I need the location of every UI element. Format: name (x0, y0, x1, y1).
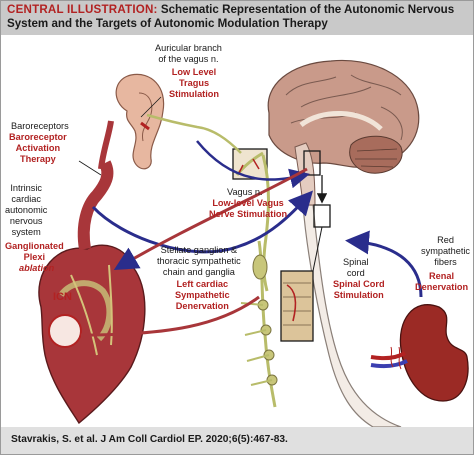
label-renal-therapy: Renal Denervation (415, 271, 468, 293)
label-spinal: Spinal cord (343, 257, 369, 279)
baro-arrow (91, 190, 314, 254)
kidney (399, 304, 469, 402)
brain-gyri (285, 74, 403, 141)
label-baroreceptors: Baroreceptors (11, 121, 69, 132)
citation-text: Stavrakis, S. et al. J Am Coll Cardiol E… (11, 434, 288, 445)
label-red-fibers-line-1: Red (437, 235, 454, 245)
tragus-clip (140, 121, 150, 131)
label-baroreceptors-line-1: Baroreceptors (11, 121, 69, 131)
label-stellate: Stellate ganglion & thoracic sympathetic… (157, 245, 241, 278)
label-red-fibers: Red sympathetic fibers (421, 235, 470, 268)
label-stellate-line-3: chain and ganglia (162, 267, 235, 277)
label-red-fibers-line-2: sympathetic (421, 246, 471, 256)
label-stellate-therapy-line-2: Sympathetic (175, 290, 230, 300)
label-intrinsic-line-1: Intrinsic (10, 183, 43, 193)
label-tragus-line-1: Low Level (171, 67, 217, 77)
label-baro-line-2: Activation (15, 143, 61, 153)
sympathetic-efferent-arrow (80, 295, 260, 337)
label-stellate-therapy: Left cardiac Sympathetic Denervation (175, 279, 230, 312)
label-vagus: Vagus n. (227, 187, 263, 198)
title-prefix: CENTRAL ILLUSTRATION: (7, 3, 158, 16)
stellate-ganglion (252, 254, 268, 280)
label-stellate-line-2: thoracic sympathetic (157, 256, 241, 266)
anatomy-svg (38, 59, 469, 427)
label-intrinsic-line-4: nervous (9, 216, 43, 226)
label-renal-therapy-line-1: Renal (429, 271, 455, 281)
illustration-title: CENTRAL ILLUSTRATION: Schematic Represen… (7, 3, 469, 31)
aorta (77, 160, 114, 250)
label-auricular-line-1: Auricular branch (155, 43, 222, 53)
renal-fibers (390, 346, 402, 370)
coronary-vessels (70, 264, 113, 356)
label-auricular: Auricular branch of the vagus n. (155, 43, 222, 65)
cerebellum (349, 135, 403, 174)
spinal-box (313, 204, 331, 228)
spinal-cord (302, 204, 402, 427)
label-intrinsic-line-3: autonomic (5, 205, 48, 215)
icn-marker (48, 314, 82, 348)
label-intrinsic-line-5: system (11, 227, 41, 237)
ear-fold (138, 92, 153, 142)
icn-label: ICN (53, 291, 72, 303)
label-baro-line-1: Baroreceptor (9, 132, 67, 142)
title-text: Schematic Representation of the Autonomi… (7, 3, 455, 30)
label-renal-therapy-line-2: Denervation (415, 282, 469, 292)
header-bar: CENTRAL ILLUSTRATION: Schematic Represen… (1, 1, 473, 35)
label-ganglionated: Ganglionated Plexi (5, 241, 64, 263)
label-vagus-therapy-line-1: Low-level Vagus (212, 198, 284, 208)
label-ganglionated-line-2: Plexi (23, 252, 46, 262)
renal-vein (370, 359, 408, 369)
label-intrinsic-line-2: cardiac (11, 194, 41, 204)
box-connector (312, 226, 323, 272)
brainstem-box (303, 150, 321, 176)
vagus-inset-lead (238, 158, 260, 174)
label-tragus-therapy: Low Level Tragus Stimulation (169, 67, 219, 100)
tragus-leader (140, 96, 162, 118)
label-vagus-line: Vagus n. (227, 187, 263, 197)
label-spinal-line-2: cord (346, 268, 365, 278)
label-ablation-line: ablation (19, 263, 55, 273)
label-spinal-line-1: Spinal (343, 257, 369, 267)
label-stellate-therapy-line-1: Left cardiac (176, 279, 229, 289)
label-spinal-therapy-line-2: Stimulation (333, 290, 384, 300)
label-ganglionated-line-1: Ganglionated (5, 241, 64, 251)
footer-bar: Stavrakis, S. et al. J Am Coll Cardiol E… (1, 427, 473, 454)
label-spinal-therapy-line-1: Spinal Cord (333, 279, 385, 289)
spinal-inset-leads (286, 284, 297, 322)
renal-artery (370, 351, 407, 361)
label-stellate-line-1: Stellate ganglion & (160, 245, 238, 255)
ear (115, 73, 165, 170)
label-baro-therapy: Baroreceptor Activation Therapy (9, 132, 67, 165)
heart-highlight (58, 280, 113, 342)
corpus-callosum (299, 111, 383, 131)
cerebellum-folds (355, 148, 398, 168)
label-tragus-line-2: Tragus (178, 78, 210, 88)
label-intrinsic: Intrinsic cardiac autonomic nervous syst… (5, 183, 47, 238)
spinal-inset-box (280, 270, 314, 342)
baro-leader (78, 160, 102, 176)
label-stellate-therapy-line-3: Denervation (175, 301, 229, 311)
label-tragus-line-3: Stimulation (169, 89, 220, 99)
chain-branches (240, 302, 273, 386)
carotid (98, 120, 114, 170)
label-baro-line-3: Therapy (19, 154, 56, 164)
label-spinal-therapy: Spinal Cord Stimulation (333, 279, 385, 301)
vagus-efferent-arrow (113, 167, 308, 271)
label-vagus-therapy-line-2: Nerve Stimulation (209, 209, 288, 219)
ear-nerve (146, 113, 242, 154)
spinal-inset-vertebrae (283, 282, 311, 326)
label-vagus-therapy: Low-level Vagus Nerve Stimulation (209, 198, 287, 220)
label-ablation: ablation (19, 263, 54, 274)
diagram-canvas: Auricular branch of the vagus n. Low Lev… (1, 35, 473, 427)
label-auricular-line-2: of the vagus n. (158, 54, 219, 64)
renal-arrow (345, 230, 423, 298)
label-red-fibers-line-3: fibers (434, 257, 457, 267)
